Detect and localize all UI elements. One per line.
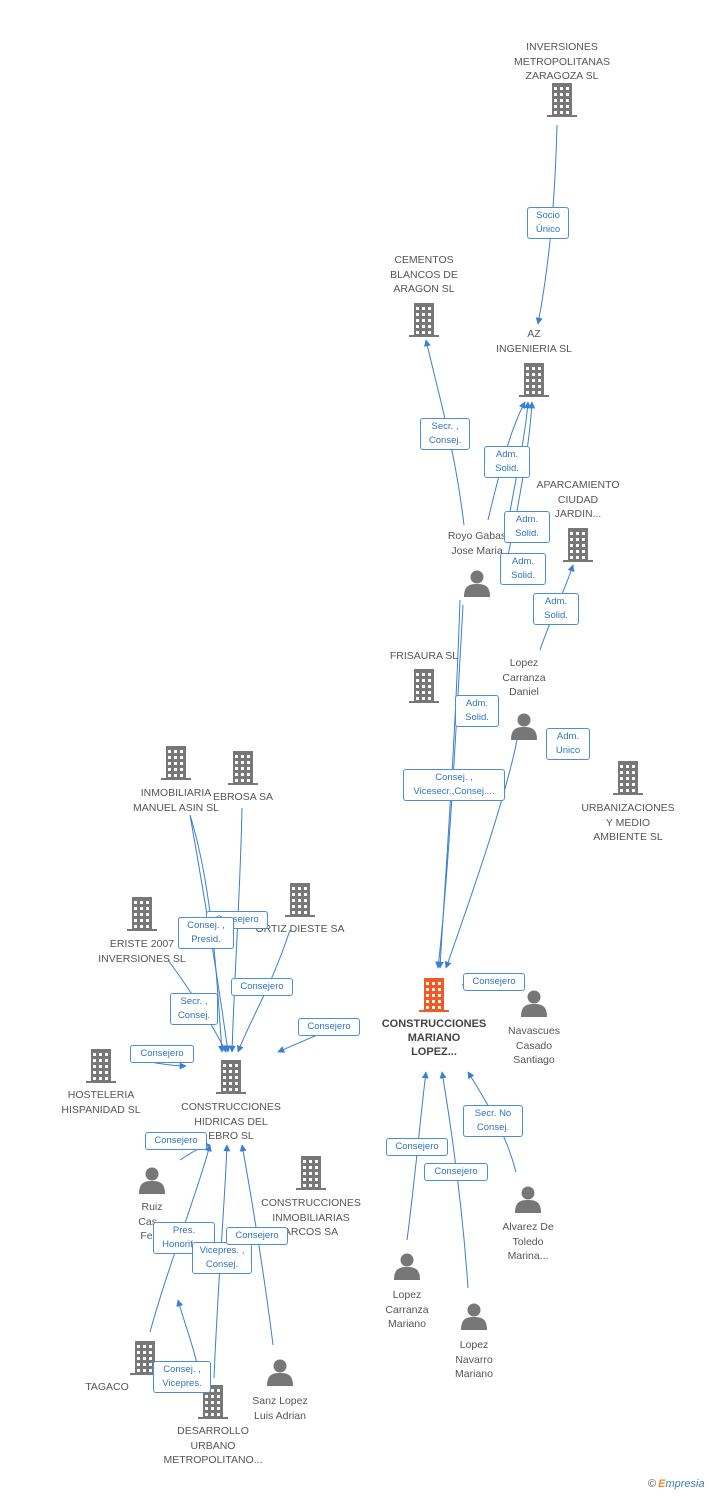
node-label: HOSTELERIA HISPANIDAD SL xyxy=(61,1089,141,1116)
relation-label[interactable]: Consejero xyxy=(463,973,525,991)
relation-edge xyxy=(435,604,464,969)
person-icon xyxy=(514,1185,542,1218)
copyright-symbol: © xyxy=(648,1478,657,1490)
node-label: URBANIZACIONES Y MEDIO AMBIENTE SL xyxy=(581,802,675,843)
relation-label[interactable]: Adm. Solid. xyxy=(533,593,579,625)
building-icon xyxy=(409,303,439,342)
relation-label[interactable]: Vicepres. , Consej. xyxy=(192,1242,252,1274)
relation-label[interactable]: Adm. Solid. xyxy=(500,553,546,585)
node-label: DESARROLLO URBANO METROPOLITANO... xyxy=(163,1425,263,1466)
building-icon xyxy=(547,83,577,122)
building-icon xyxy=(285,883,315,922)
relation-label[interactable]: Consejero xyxy=(386,1138,448,1156)
node-label: EBROSA SA xyxy=(212,791,274,803)
relation-label[interactable]: Consej. , Vicesecr.,Consej.... xyxy=(403,769,505,801)
building-icon xyxy=(519,363,549,402)
relation-label[interactable]: Secr. , Consej. xyxy=(420,418,470,450)
relation-label[interactable]: Consejero xyxy=(298,1018,360,1036)
relation-label[interactable]: Adm. Unico xyxy=(546,728,590,760)
node-label: Lopez Carranza Daniel xyxy=(502,657,546,698)
brand-first-letter: E xyxy=(658,1478,666,1490)
relation-label[interactable]: Consejero xyxy=(231,978,293,996)
node-label: Alvarez De Toledo Marina... xyxy=(502,1221,554,1262)
node-label: Royo Gabas Jose Maria xyxy=(447,530,507,557)
relation-edge xyxy=(228,807,243,1053)
building-icon xyxy=(409,669,439,708)
person-icon xyxy=(510,712,538,745)
node-label: Lopez Navarro Mariano xyxy=(455,1339,493,1380)
node-label: CONSTRUCCIONES HIDRICAS DEL EBRO SL xyxy=(181,1101,281,1142)
person-icon xyxy=(266,1358,294,1391)
building-icon xyxy=(216,1060,246,1099)
building-icon xyxy=(86,1049,116,1088)
node-label: CONSTRUCCIONES INMOBILIARIAS ARCOS SA xyxy=(261,1197,361,1238)
relation-label[interactable]: Secr. , Consej. xyxy=(170,993,218,1025)
relation-label[interactable]: Adm. Solid. xyxy=(455,695,499,727)
building-icon xyxy=(613,761,643,800)
building-icon xyxy=(296,1156,326,1195)
node-label: APARCAMIENTO CIUDAD JARDIN... xyxy=(536,479,620,520)
node-label: ERISTE 2007 INVERSIONES SL xyxy=(98,938,186,965)
node-label: TAGACO xyxy=(85,1381,129,1393)
node-label: INMOBILIARIA MANUEL ASIN SL xyxy=(133,787,219,814)
node-label: AZ INGENIERIA SL xyxy=(496,328,572,355)
node-label: FRISAURA SL xyxy=(389,650,459,662)
relation-label[interactable]: Consejero xyxy=(130,1045,194,1063)
node-label: CONSTRUCCIONES MARIANO LOPEZ... xyxy=(381,1018,487,1058)
relation-label[interactable]: Consej. , Presid. xyxy=(178,917,234,949)
person-icon xyxy=(520,989,548,1022)
node-label: Navascues Casado Santiago xyxy=(508,1025,560,1066)
node-label: Lopez Carranza Mariano xyxy=(385,1289,429,1330)
empresia-brand[interactable]: ©Empresia xyxy=(648,1478,705,1490)
relation-label[interactable]: Consejero xyxy=(424,1163,488,1181)
node-label: Sanz Lopez Luis Adrian xyxy=(252,1395,308,1422)
person-icon xyxy=(138,1166,166,1199)
building-icon xyxy=(130,1341,160,1380)
person-icon xyxy=(393,1252,421,1285)
relation-label[interactable]: Secr. No Consej. xyxy=(463,1105,523,1137)
building-icon xyxy=(198,1385,228,1424)
building-icon xyxy=(161,746,191,785)
relation-edge xyxy=(444,739,518,969)
relation-label[interactable]: Consejero xyxy=(145,1132,207,1150)
node-label: INVERSIONES METROPOLITANAS ZARAGOZA SL xyxy=(513,41,611,82)
building-icon xyxy=(127,897,157,936)
relation-label[interactable]: Socio Único xyxy=(527,207,569,239)
relation-label[interactable]: Consejero xyxy=(226,1227,288,1245)
building-icon xyxy=(563,528,593,567)
person-icon xyxy=(463,569,491,602)
node-label: CEMENTOS BLANCOS DE ARAGON SL xyxy=(390,254,458,295)
relation-label[interactable]: Adm. Solid. xyxy=(504,511,550,543)
person-icon xyxy=(460,1302,488,1335)
building-icon xyxy=(419,978,449,1017)
brand-rest: mpresia xyxy=(665,1478,705,1490)
building-icon xyxy=(228,751,258,790)
relation-label[interactable]: Consej. , Vicepres. xyxy=(153,1361,211,1393)
relation-edge xyxy=(236,929,291,1053)
relation-edge xyxy=(406,1071,429,1241)
relation-label[interactable]: Adm. Solid. xyxy=(484,446,530,478)
